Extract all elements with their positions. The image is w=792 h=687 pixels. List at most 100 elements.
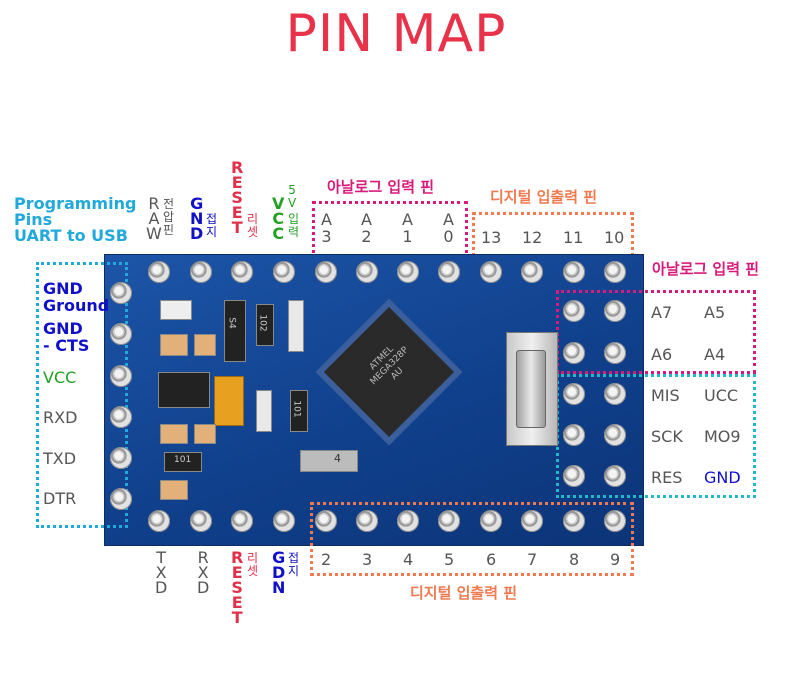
pin-bottom-txd xyxy=(148,510,170,532)
bottom-label-6: 6 xyxy=(486,550,497,569)
component-s4-label: S4 xyxy=(226,317,237,329)
component-101-a xyxy=(290,390,308,432)
top-label-13: 13 xyxy=(481,228,502,247)
pin-top-reset xyxy=(231,261,253,283)
pin-bottom-gnd xyxy=(273,510,295,532)
left-label-gnd: GND xyxy=(43,279,83,298)
bottom-digital-box xyxy=(310,502,634,576)
pin-top-12 xyxy=(521,261,543,283)
pin-top-13 xyxy=(480,261,502,283)
top-label-11: 11 xyxy=(563,228,584,247)
cap-5 xyxy=(160,480,188,500)
reset-button[interactable] xyxy=(516,350,546,428)
left-label-cts: - CTS xyxy=(43,336,90,355)
pin-bottom-3 xyxy=(356,510,378,532)
pin-top-11 xyxy=(563,261,585,283)
pin-bottom-4 xyxy=(397,510,419,532)
pin-bottom-reset xyxy=(231,510,253,532)
right-label-sck: SCK xyxy=(651,427,683,446)
crystal-label: 4 xyxy=(334,452,341,465)
pin-right-ucc xyxy=(604,383,626,405)
pin-right-a4 xyxy=(604,342,626,364)
cap-1 xyxy=(160,334,188,356)
bottom-digital-section-title: 디지털 입출력 핀 xyxy=(410,584,518,602)
bottom-label-2: 2 xyxy=(321,550,332,569)
left-label-dtr: DTR xyxy=(43,489,77,508)
right-label-mo9: MO9 xyxy=(704,427,741,446)
pin-right-res xyxy=(563,465,585,487)
pin-right-mo9 xyxy=(604,424,626,446)
component-101-a-label: 101 xyxy=(291,400,302,418)
cap-4 xyxy=(194,424,216,444)
left-label-gnd-2: GND xyxy=(43,319,83,338)
programming-line-3: UART to USB xyxy=(14,226,128,245)
pin-bottom-rxd xyxy=(190,510,212,532)
cap-2 xyxy=(194,334,216,356)
pin-bottom-7 xyxy=(521,510,543,532)
component-s4 xyxy=(224,300,246,362)
right-analog-section-title: 아날로그 입력 핀 xyxy=(652,260,760,278)
tantalum-cap xyxy=(214,376,244,426)
page-title: PIN MAP xyxy=(285,4,507,64)
pin-bottom-5 xyxy=(438,510,460,532)
right-label-a6: A6 xyxy=(651,345,673,364)
pin-bottom-6 xyxy=(480,510,502,532)
pin-top-raw xyxy=(148,261,170,283)
cap-3 xyxy=(160,424,188,444)
pin-top-a1 xyxy=(397,261,419,283)
bottom-label-4: 4 xyxy=(403,550,414,569)
pin-top-a2 xyxy=(356,261,378,283)
bottom-label-3: 3 xyxy=(362,550,373,569)
right-label-a4: A4 xyxy=(704,345,726,364)
pin-left-vcc xyxy=(110,365,132,387)
pin-left-gnd xyxy=(110,282,132,304)
pin-right-a7 xyxy=(563,300,585,322)
bottom-label-5: 5 xyxy=(444,550,455,569)
pin-top-10 xyxy=(604,261,626,283)
top-label-12: 12 xyxy=(522,228,543,247)
bottom-label-7: 7 xyxy=(527,550,538,569)
top-label-10: 10 xyxy=(604,228,625,247)
bottom-label-8: 8 xyxy=(569,550,580,569)
pin-right-sck xyxy=(563,424,585,446)
component-101-b xyxy=(164,452,202,472)
pin-left-txd xyxy=(110,447,132,469)
component-102-label: 102 xyxy=(257,314,268,332)
component-101-b-label: 101 xyxy=(174,455,192,465)
programming-line-1: Programming xyxy=(14,194,137,213)
right-label-a7: A7 xyxy=(651,303,673,322)
crystal xyxy=(300,450,358,472)
component-1 xyxy=(160,300,192,320)
pin-right-a5 xyxy=(604,300,626,322)
bottom-label-9: 9 xyxy=(610,550,621,569)
pin-top-a3 xyxy=(315,261,337,283)
regulator xyxy=(158,372,210,408)
left-label-ground: Ground xyxy=(43,296,110,315)
pin-bottom-8 xyxy=(563,510,585,532)
pin-left-cts xyxy=(110,323,132,345)
top-analog-section-title: 아날로그 입력 핀 xyxy=(327,178,435,196)
programming-line-2: Pins xyxy=(14,210,53,229)
right-label-a5: A5 xyxy=(704,303,726,322)
left-label-vcc: VCC xyxy=(43,368,77,387)
pin-right-mis xyxy=(563,383,585,405)
pin-right-a6 xyxy=(563,342,585,364)
left-label-txd: TXD xyxy=(43,449,77,468)
left-label-rxd: RXD xyxy=(43,408,78,427)
component-led-1 xyxy=(288,300,304,352)
